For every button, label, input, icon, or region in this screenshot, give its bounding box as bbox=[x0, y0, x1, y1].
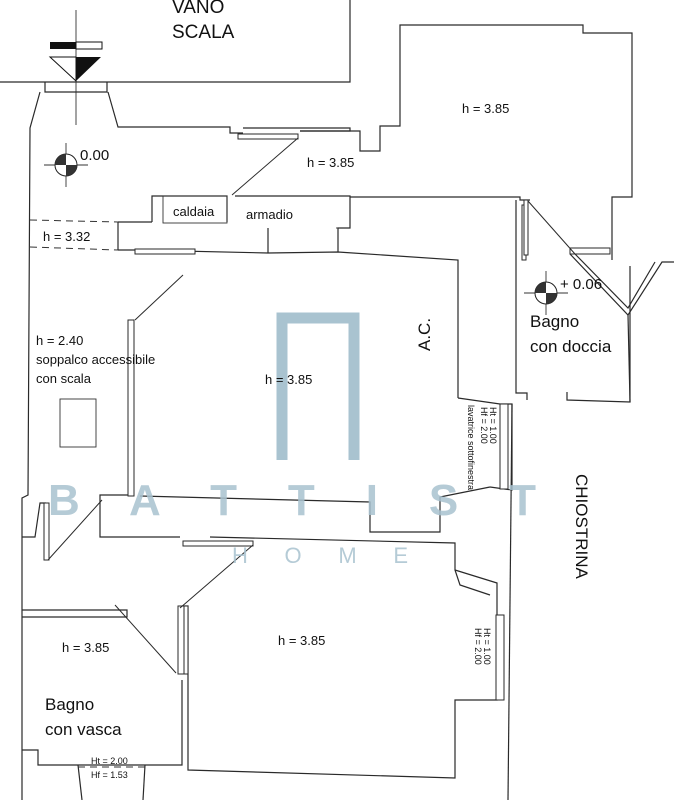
entrance-arrow-icon bbox=[48, 10, 103, 125]
ac-label: A.C. bbox=[415, 318, 434, 351]
courtyard-label: CHIOSTRINA bbox=[572, 474, 591, 580]
watermark: B A T T I S T H O M E bbox=[48, 476, 536, 568]
stair-hall-label-2: SCALA bbox=[172, 22, 235, 43]
level-marker-icon bbox=[44, 143, 88, 187]
level-shower-bath: + 0.06 bbox=[560, 276, 602, 293]
shower-bath-label-2: con doccia bbox=[530, 337, 612, 356]
bathroom-window-ht: Ht = 2.00 bbox=[91, 756, 128, 766]
height-top-right-room: h = 3.85 bbox=[462, 101, 509, 116]
door-swings bbox=[47, 133, 576, 674]
laundry-window-ht: Ht = 1.00 bbox=[488, 407, 498, 444]
shower-bath-label-1: Bagno bbox=[530, 312, 579, 331]
level-marker-icon bbox=[524, 271, 568, 315]
height-tub-bathroom: h = 3.85 bbox=[62, 640, 109, 655]
watermark-logo bbox=[276, 312, 360, 460]
bedroom-window-hf: Hf = 2.00 bbox=[473, 628, 483, 665]
walls bbox=[21, 24, 674, 800]
stair-hall bbox=[0, 0, 351, 83]
height-main-room: h = 3.85 bbox=[265, 372, 312, 387]
height-mezzanine: h = 2.40 bbox=[36, 333, 83, 348]
laundry-window-hf: Hf = 2.00 bbox=[479, 407, 489, 444]
height-corridor: h = 3.85 bbox=[307, 155, 354, 170]
boiler-label: caldaia bbox=[173, 204, 215, 219]
tub-bath-label-1: Bagno bbox=[45, 695, 94, 714]
laundry-note: lavatrice sottofinestra bbox=[466, 405, 476, 490]
bedroom-window-ht: Ht = 1.00 bbox=[482, 628, 492, 665]
wardrobe-label: armadio bbox=[246, 207, 293, 222]
mezzanine-label-2: con scala bbox=[36, 371, 92, 386]
height-bedroom: h = 3.85 bbox=[278, 633, 325, 648]
level-entrance: 0.00 bbox=[80, 147, 109, 164]
bathroom-window-hf: Hf = 1.53 bbox=[91, 770, 128, 780]
watermark-brand: B A T T I S T bbox=[48, 476, 536, 525]
height-lowered-ceiling: h = 3.32 bbox=[43, 229, 90, 244]
watermark-sub: H O M E bbox=[232, 543, 408, 568]
stair-hall-label-1: VANO bbox=[172, 0, 224, 18]
tub-bath-label-2: con vasca bbox=[45, 720, 122, 739]
mezzanine-label-1: soppalco accessibile bbox=[36, 352, 155, 367]
